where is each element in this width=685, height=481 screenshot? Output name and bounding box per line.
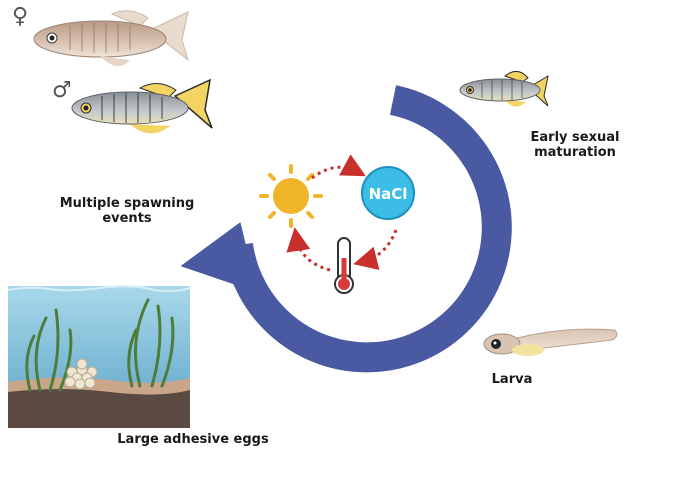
label-larva: Larva bbox=[491, 372, 533, 387]
thermometer-icon bbox=[334, 237, 354, 294]
aquatic-plant-icon bbox=[25, 298, 175, 392]
male-symbol: ♂ bbox=[52, 78, 72, 103]
label-line: Early sexual bbox=[530, 130, 620, 145]
aquarium-panel bbox=[7, 285, 191, 428]
label-line: events bbox=[102, 211, 152, 226]
egg-cluster-icon bbox=[64, 358, 98, 390]
adult-fish-icon bbox=[459, 71, 549, 107]
cycle-arrow-icon bbox=[180, 85, 512, 373]
larva-icon bbox=[483, 328, 618, 356]
label-line: maturation bbox=[534, 145, 616, 160]
nacl-icon: NaCl bbox=[361, 166, 415, 220]
label-eggs: Large adhesive eggs bbox=[117, 432, 269, 447]
female-symbol: ♀ bbox=[12, 4, 29, 29]
sun-icon bbox=[259, 164, 323, 228]
label-multiple-spawning: Multiple spawning events bbox=[42, 196, 212, 226]
dotted-arrows bbox=[286, 154, 398, 272]
label-line: Multiple spawning bbox=[59, 196, 195, 211]
male-fish-icon bbox=[71, 78, 213, 134]
female-fish-icon bbox=[33, 10, 189, 67]
label-early-maturation: Early sexual maturation bbox=[510, 130, 640, 160]
nacl-label: NaCl bbox=[369, 185, 408, 203]
